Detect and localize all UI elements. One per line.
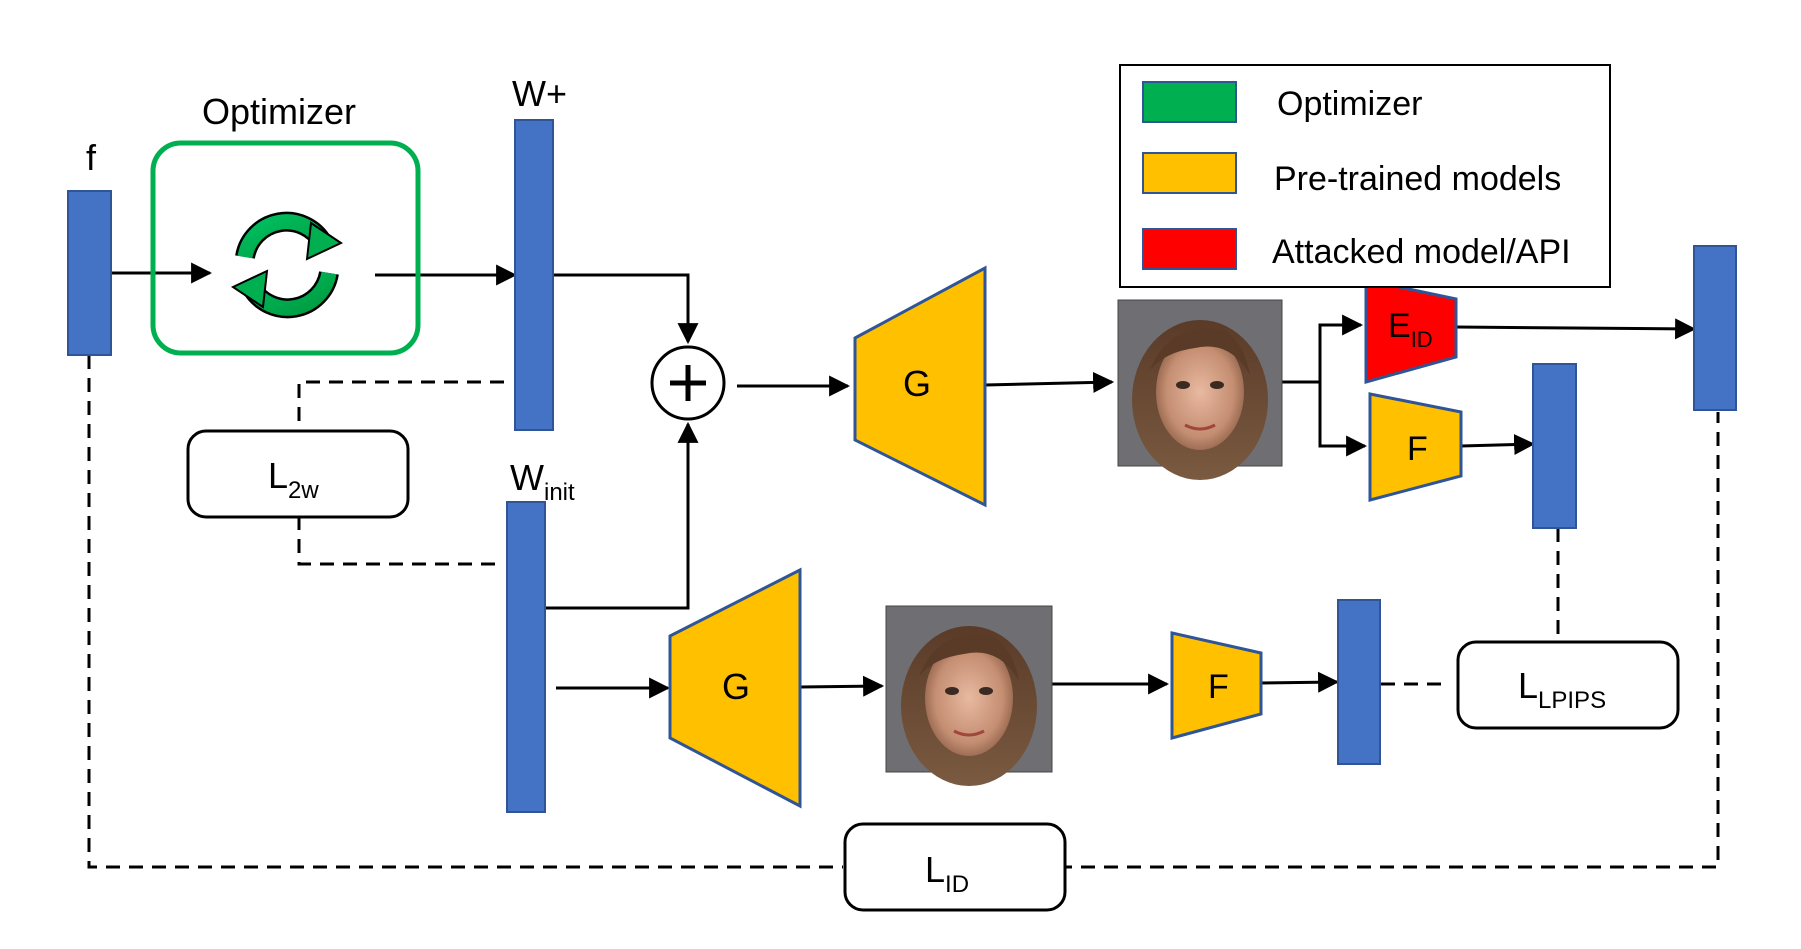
loss-l2w-box <box>186 429 410 519</box>
identity-encoder <box>1364 278 1458 384</box>
legend-swatch-attacked <box>1142 228 1237 270</box>
arrow-f-bottom-to-vector <box>1260 671 1340 693</box>
vector-w-plus <box>514 119 554 431</box>
label-g-top: G <box>903 363 931 404</box>
label-f-top: F <box>1407 430 1428 468</box>
feature-extractor-bottom <box>1170 631 1263 740</box>
arrow-g-to-face-top <box>984 371 1115 393</box>
generator-bottom <box>668 567 802 809</box>
arrow-face-to-eid <box>1282 314 1364 384</box>
arrow-wplus-to-plus <box>553 273 699 345</box>
arrow-face-to-f-top <box>1318 382 1368 457</box>
vectors <box>67 119 1737 813</box>
vector-lpips-top <box>1532 363 1577 529</box>
vector-id-output <box>1693 245 1737 411</box>
feature-extractor-top <box>1368 392 1463 502</box>
dash-lid-right <box>1058 412 1720 869</box>
plus-icon <box>670 365 706 401</box>
label-f-bottom: F <box>1208 668 1229 706</box>
optimizer-box <box>150 140 421 356</box>
face-image-top <box>1117 299 1283 480</box>
arrows <box>111 262 1697 699</box>
arrow-f-top-to-vector <box>1460 434 1536 456</box>
label-w-init: Winit <box>510 457 575 506</box>
dash-l2w-top <box>297 380 504 430</box>
label-eid: EID <box>1388 307 1433 352</box>
arrow-winit-to-plus <box>545 421 699 610</box>
dashed-lines <box>87 355 1720 869</box>
vector-w-init <box>506 501 546 813</box>
vector-f <box>67 190 112 356</box>
vector-lpips-bottom <box>1337 599 1381 765</box>
label-l2w: L2w <box>268 455 319 504</box>
legend-label-pretrained: Pre-trained models <box>1274 160 1561 198</box>
dash-l2w-bottom <box>297 516 504 566</box>
face-image-bottom <box>885 605 1053 786</box>
refresh-icon <box>230 211 344 319</box>
label-g-bottom: G <box>722 666 750 707</box>
arrow-g-bottom-to-face <box>799 675 885 697</box>
dash-lid-left <box>87 355 843 869</box>
label-llpips: LLPIPS <box>1518 665 1606 714</box>
legend-swatch-pretrained <box>1142 152 1237 194</box>
legend-swatch-optimizer <box>1142 81 1237 123</box>
legend-label-attacked: Attacked model/API <box>1272 233 1571 271</box>
arrow-eid-to-vector <box>1455 318 1697 340</box>
label-optimizer: Optimizer <box>202 91 356 132</box>
loss-lpips-box <box>1456 640 1680 730</box>
label-lid: LID <box>925 849 969 898</box>
label-f: f <box>86 137 97 178</box>
label-w-plus: W+ <box>512 73 567 114</box>
legend-label-optimizer: Optimizer <box>1277 85 1422 123</box>
loss-lid-box <box>843 822 1067 912</box>
generator-top <box>853 265 987 508</box>
